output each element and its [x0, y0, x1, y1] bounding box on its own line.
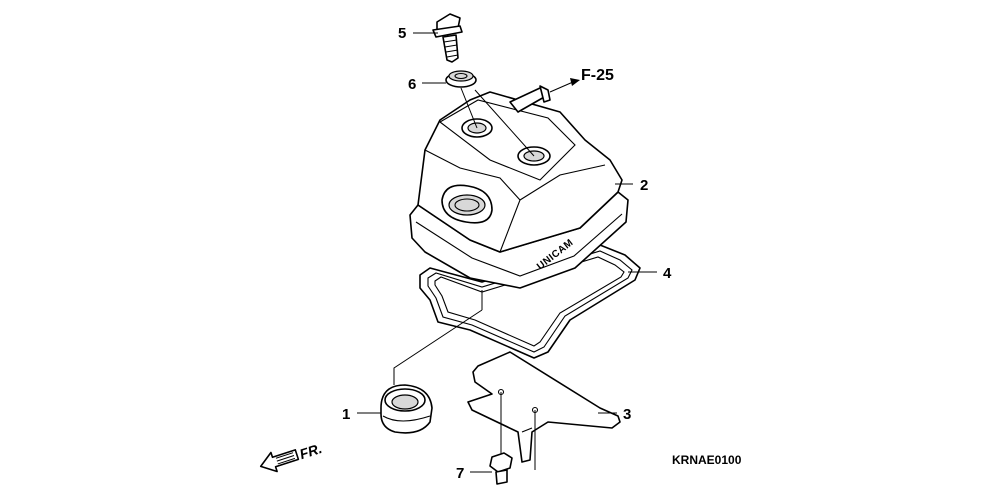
flange-bolt-bottom: [489, 452, 513, 485]
callout-7: 7: [456, 465, 464, 482]
callout-4: 4: [663, 265, 672, 282]
callout-1: 1: [342, 406, 350, 423]
callout-2: 2: [640, 177, 648, 194]
front-direction-arrow: FR.: [259, 440, 324, 473]
reference-label: F-25: [581, 67, 614, 84]
callout-5: 5: [398, 25, 406, 42]
diagram-code: KRNAE0100: [672, 453, 742, 467]
callout-6: 6: [408, 76, 416, 93]
sealing-washer: [445, 70, 477, 88]
callout-3: 3: [623, 406, 631, 423]
front-direction-label: FR.: [298, 440, 324, 462]
flange-bolt-top: [432, 13, 463, 63]
leader-lines: [357, 32, 657, 473]
plug-grommet: [380, 384, 433, 434]
